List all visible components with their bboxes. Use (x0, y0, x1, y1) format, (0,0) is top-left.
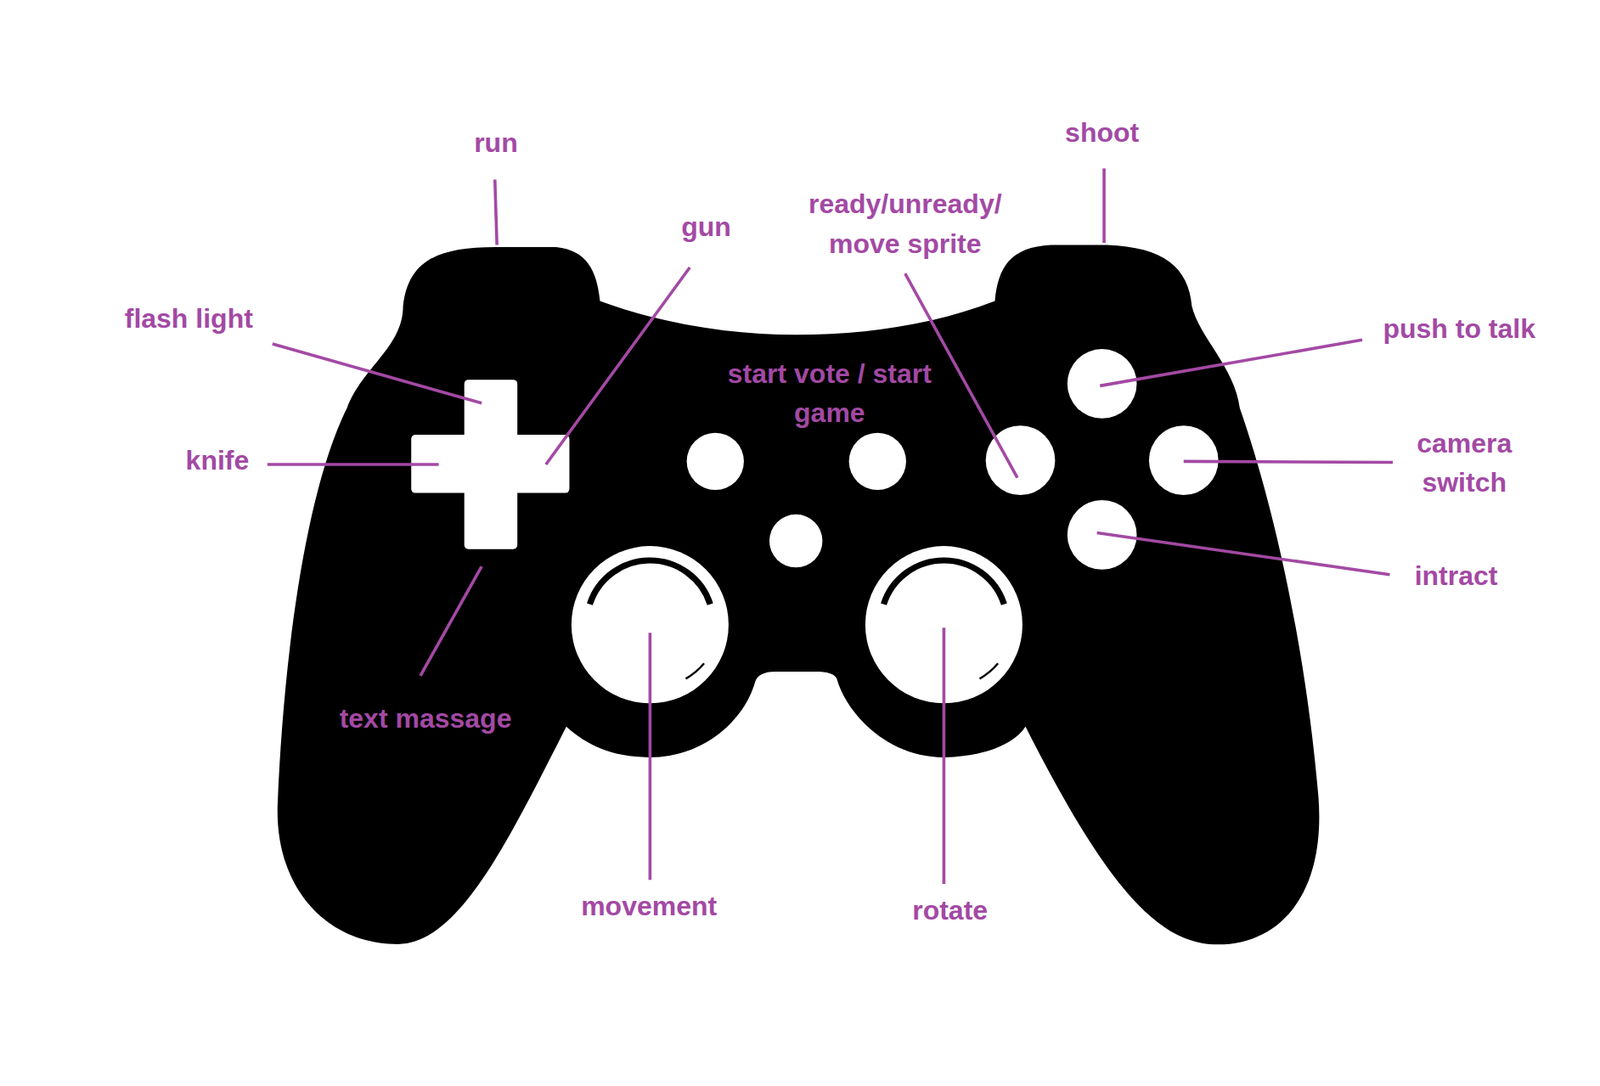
leader-line (1097, 532, 1391, 575)
leader-line (267, 462, 440, 467)
control-label: ready/unready/ move sprite (769, 184, 1042, 264)
control-label: text massage (339, 698, 513, 739)
leader-line (1183, 461, 1393, 462)
gamepad-body (277, 244, 1320, 945)
right-stick-rim-low (979, 663, 998, 679)
leader-line (648, 632, 653, 880)
start-button (849, 433, 907, 491)
control-label: gun (681, 207, 732, 247)
home-button (769, 514, 823, 569)
leader-lines (267, 168, 1393, 885)
control-label: push to talk (1382, 309, 1536, 349)
leader-line (546, 267, 690, 465)
control-label: camera switch (1387, 422, 1541, 502)
control-label: start vote / start game (702, 353, 958, 433)
select-button (687, 433, 744, 491)
leader-line (272, 343, 482, 404)
right-stick-rim (884, 560, 1005, 605)
control-label: knife (185, 440, 250, 480)
leader-line (495, 180, 497, 246)
leader-line (942, 627, 947, 885)
leader-line (420, 566, 482, 677)
left-stick-rim-low (685, 663, 705, 679)
control-label: rotate (912, 890, 988, 930)
leader-line (1099, 339, 1363, 386)
left-stick-rim (589, 560, 710, 605)
control-label: intract (1414, 556, 1499, 596)
control-label: flash light (124, 298, 254, 339)
control-label: shoot (1064, 112, 1139, 153)
leader-line (1102, 168, 1106, 243)
face-button-top (1067, 349, 1138, 419)
control-label: movement (580, 886, 717, 926)
control-label: run (473, 123, 519, 163)
